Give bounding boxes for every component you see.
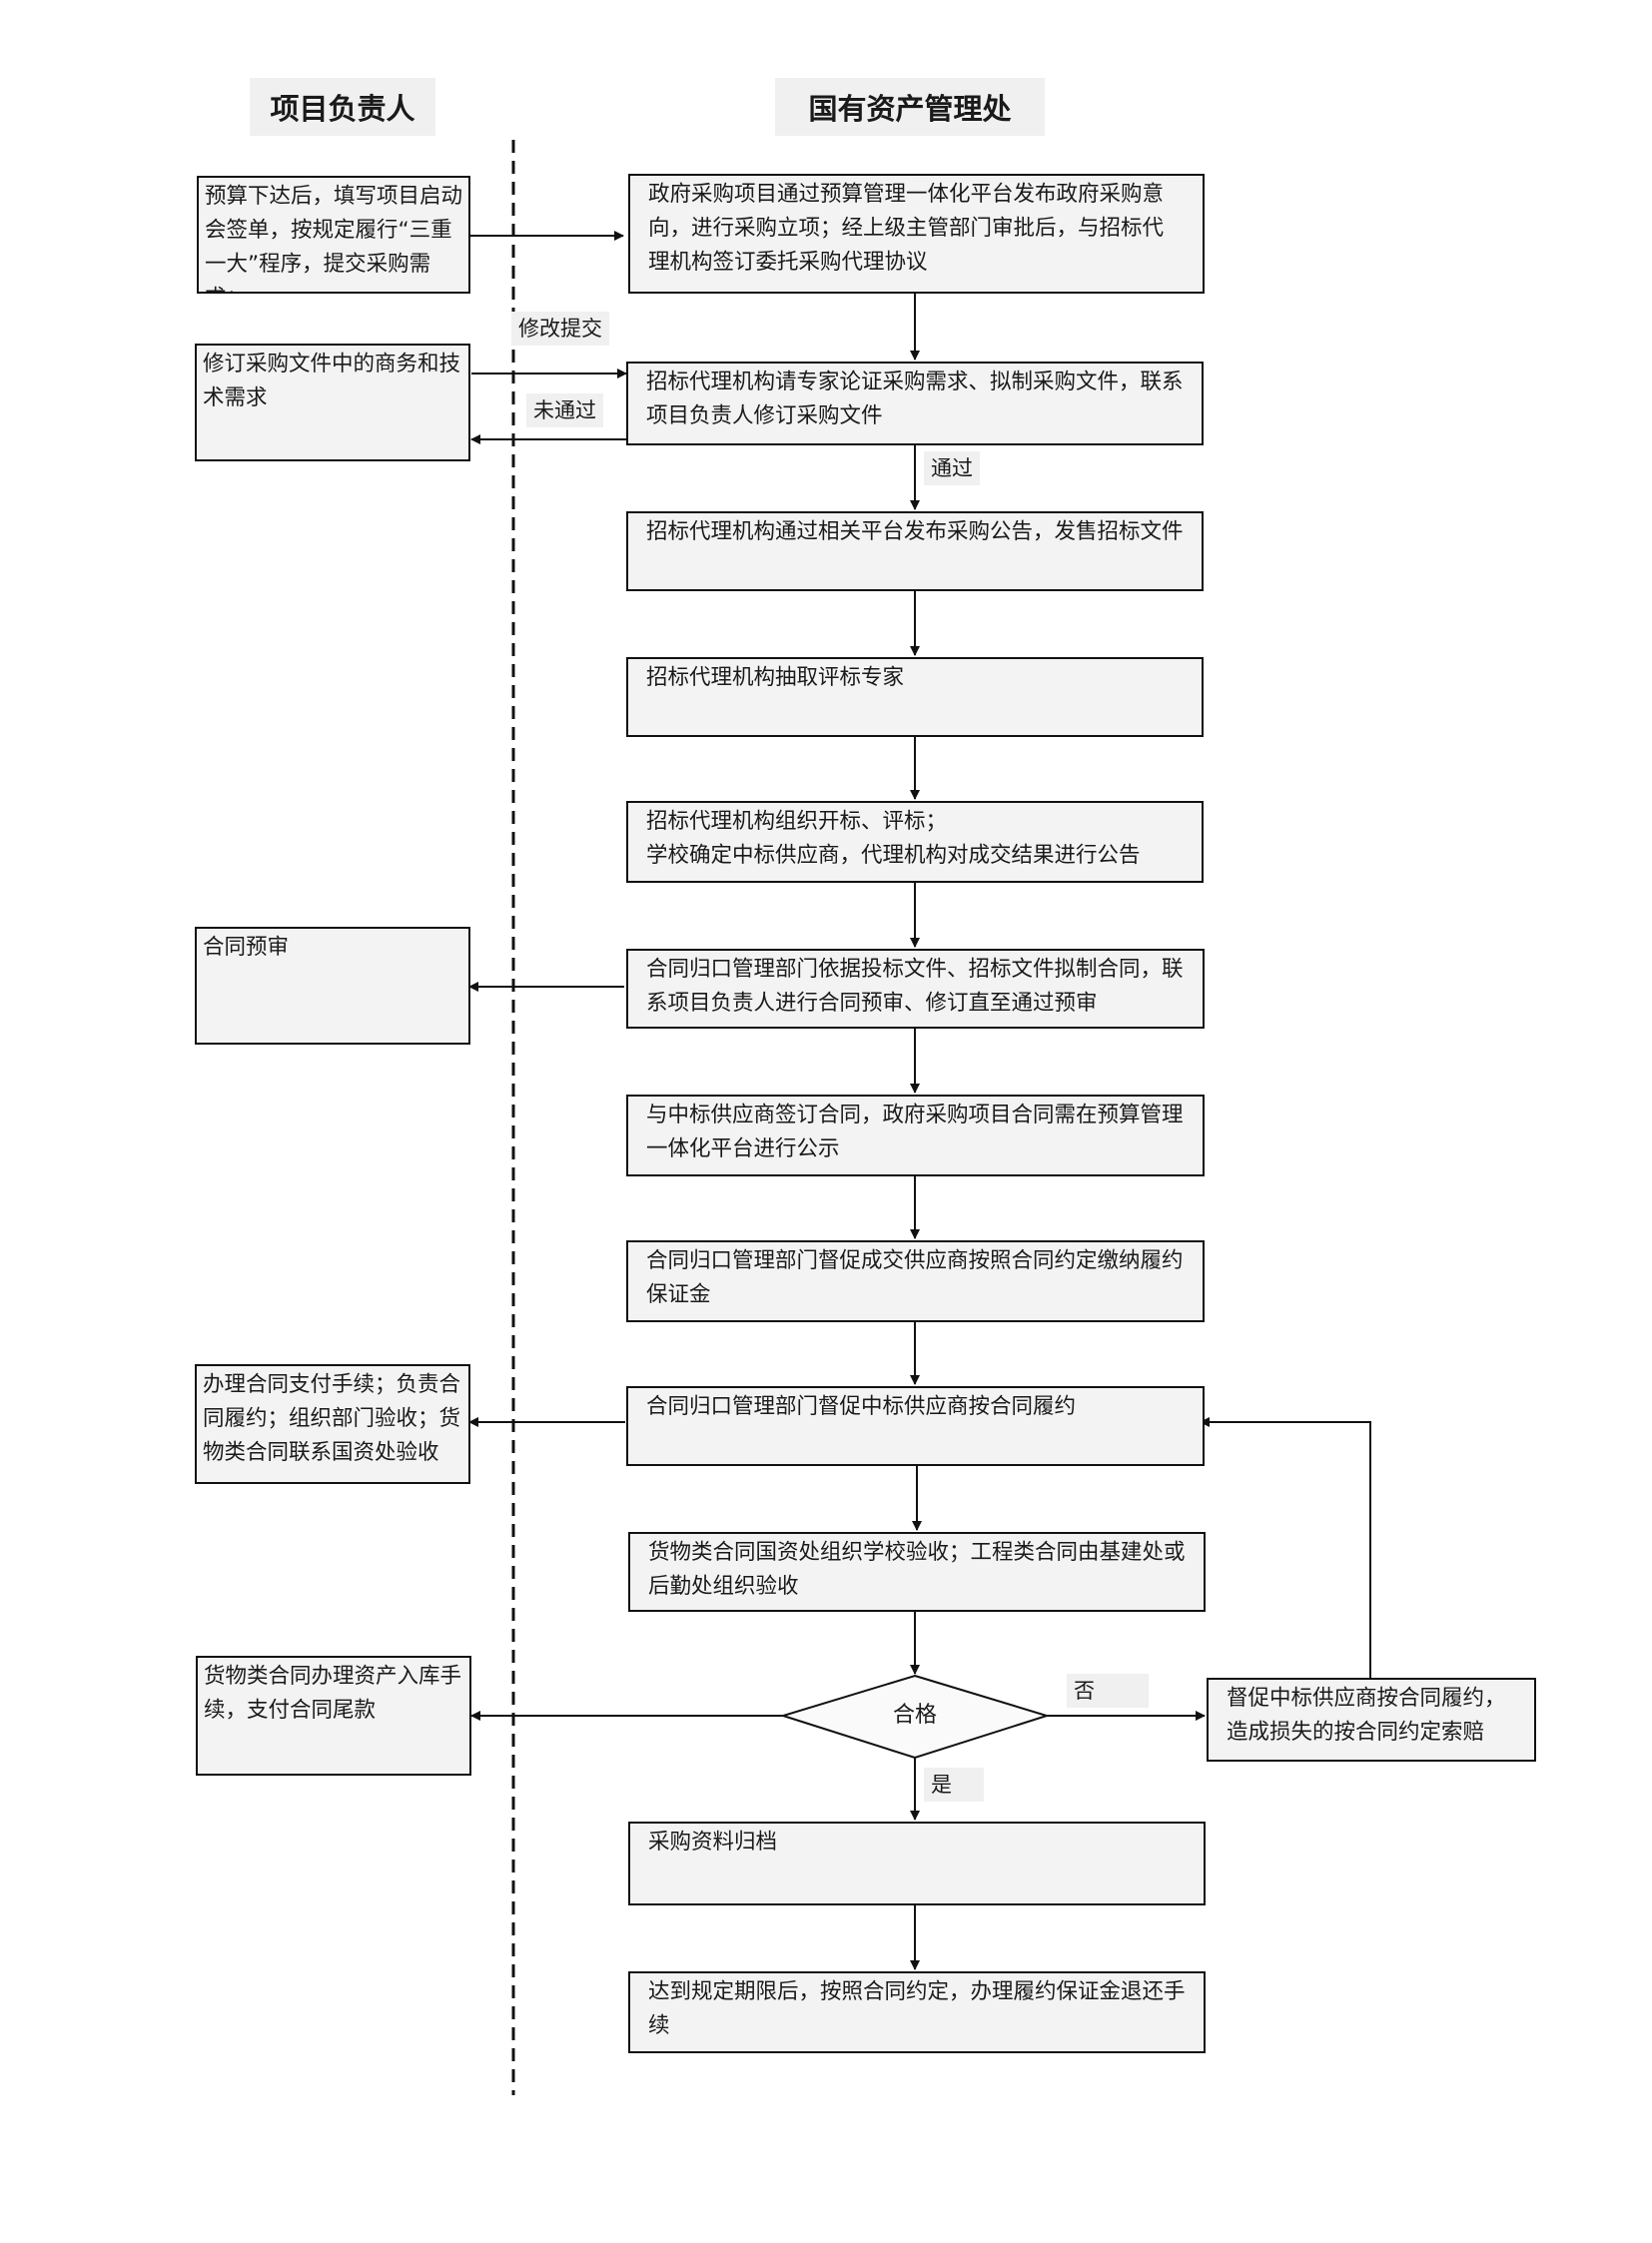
label-no: 否	[1067, 1674, 1149, 1708]
box-expert-review: 招标代理机构请专家论证采购需求、拟制采购文件，联系项目负责人修订采购文件	[626, 362, 1204, 445]
box-bid-opening: 招标代理机构组织开标、评标； 学校确定中标供应商，代理机构对成交结果进行公告	[626, 801, 1204, 883]
box-supervise-performance: 合同归口管理部门督促中标供应商按合同履约	[626, 1386, 1205, 1466]
box-sign-contract: 与中标供应商签订合同，政府采购项目合同需在预算管理一体化平台进行公示	[626, 1095, 1205, 1176]
label-yes: 是	[924, 1768, 984, 1802]
box-payment-acceptance: 办理合同支付手续；负责合同履约；组织部门验收；货物类合同联系国资处验收	[195, 1364, 470, 1484]
bid-opening-line-1: 招标代理机构组织开标、评标；	[646, 809, 948, 834]
box-remedy-claim: 督促中标供应商按合同履约，造成损失的按合同约定索赔	[1207, 1678, 1536, 1762]
bid-opening-line-2: 学校确定中标供应商，代理机构对成交结果进行公告	[646, 843, 1141, 868]
decision-diamond	[779, 1674, 1051, 1760]
arrow-remedy-to-b9	[1200, 1417, 1371, 1678]
label-resubmit: 修改提交	[511, 312, 609, 346]
box-contract-review: 合同预审	[195, 927, 470, 1045]
box-performance-bond: 合同归口管理部门督促成交供应商按照合同约定缴纳履约保证金	[626, 1240, 1205, 1322]
label-passed: 通过	[924, 451, 980, 485]
box-procurement-intent: 政府采购项目通过预算管理一体化平台发布政府采购意向，进行采购立项；经上级主管部门…	[628, 174, 1205, 294]
box-refund-bond: 达到规定期限后，按照合同约定，办理履约保证金退还手续	[628, 1971, 1206, 2053]
box-warehouse-payment: 货物类合同办理资产入库手续，支付合同尾款	[196, 1656, 471, 1776]
decision-label: 合格	[892, 1703, 937, 1728]
box-revise-requirements: 修订采购文件中的商务和技术需求	[195, 344, 470, 461]
box-archive: 采购资料归档	[628, 1822, 1206, 1905]
label-not-passed: 未通过	[526, 393, 603, 427]
box-acceptance: 货物类合同国资处组织学校验收；工程类合同由基建处或后勤处组织验收	[628, 1532, 1206, 1612]
box-select-experts: 招标代理机构抽取评标专家	[626, 657, 1204, 737]
box-draft-contract: 合同归口管理部门依据投标文件、招标文件拟制合同，联系项目负责人进行合同预审、修订…	[626, 949, 1205, 1029]
header-asset-office: 国有资产管理处	[775, 78, 1045, 136]
box-publish-notice: 招标代理机构通过相关平台发布采购公告，发售招标文件	[626, 511, 1204, 591]
header-project-lead: 项目负责人	[250, 78, 435, 136]
box-budget-submit: 预算下达后，填写项目启动会签单，按规定履行“三重一大”程序，提交采购需求；	[197, 176, 470, 294]
